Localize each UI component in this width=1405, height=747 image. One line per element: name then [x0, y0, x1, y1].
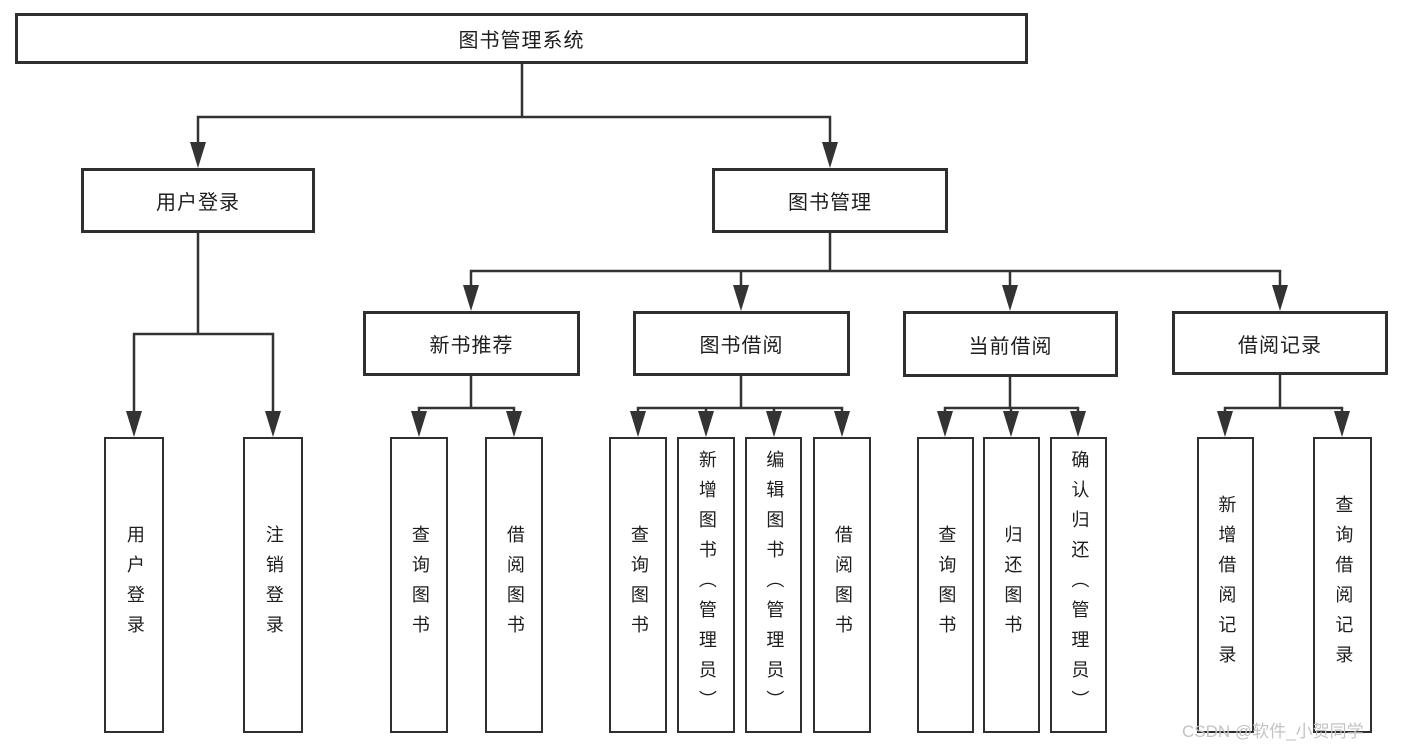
node-label: 图书借阅 — [699, 335, 784, 357]
arrowhead-icon — [630, 411, 646, 437]
node-current-borrowing: 当前借阅 — [903, 311, 1118, 377]
leaf-label: 用户登录 — [124, 525, 145, 645]
leaf-label: 编辑图书（管理员） — [764, 450, 785, 720]
leaf-label: 查询借阅记录 — [1333, 495, 1354, 675]
connector-user-login-to-leaves — [132, 231, 275, 418]
arrowhead-icon — [411, 411, 427, 437]
node-book-management: 图书管理 — [712, 168, 948, 233]
csdn-watermark: CSDN @软件_小贺同学 — [1182, 722, 1364, 741]
node-new-book-recommendation: 新书推荐 — [363, 311, 580, 376]
leaf-confirm-return-admin: 确认归还（管理员） — [1050, 437, 1107, 733]
node-label: 借阅记录 — [1238, 334, 1322, 357]
leaf-borrow-books-recommendation: 借阅图书 — [485, 437, 543, 733]
arrowhead-icon — [126, 411, 142, 437]
arrowheads — [126, 142, 1350, 437]
arrowhead-icon — [1272, 285, 1288, 311]
leaf-label: 查询图书 — [409, 525, 430, 645]
arrowhead-icon — [1217, 411, 1233, 437]
leaf-query-borrow-record: 查询借阅记录 — [1313, 437, 1372, 733]
leaf-edit-books-admin: 编辑图书（管理员） — [745, 437, 802, 733]
arrowhead-icon — [766, 411, 782, 437]
arrowhead-icon — [463, 285, 479, 311]
connector-current-borrowing-to-leaves — [943, 375, 1080, 418]
arrowhead-icon — [698, 411, 714, 437]
leaf-query-books-borrowing: 查询图书 — [609, 437, 667, 733]
arrowhead-icon — [1334, 411, 1350, 437]
leaf-borrow-books-borrowing: 借阅图书 — [813, 437, 871, 733]
arrowhead-icon — [190, 142, 206, 168]
node-library-management-system: 图书管理系统 — [15, 13, 1028, 64]
leaf-label: 确认归还（管理员） — [1069, 450, 1090, 720]
node-label: 用户登录 — [156, 192, 240, 214]
arrowhead-icon — [834, 411, 850, 437]
arrowhead-icon — [733, 285, 749, 311]
arrowhead-icon — [1070, 411, 1086, 437]
node-book-borrowing: 图书借阅 — [633, 311, 850, 376]
connector-root-to-level2 — [196, 62, 832, 148]
leaf-label: 归还图书 — [1002, 525, 1023, 645]
arrowhead-icon — [1003, 411, 1019, 437]
connector-new-book-recommendation-to-leaves — [417, 374, 516, 418]
arrowhead-icon — [265, 411, 281, 437]
node-label: 新书推荐 — [429, 335, 514, 357]
arrowhead-icon — [937, 411, 953, 437]
leaf-label: 注销登录 — [263, 525, 284, 645]
leaf-label: 新增图书（管理员） — [696, 450, 717, 720]
node-label: 当前借阅 — [968, 335, 1053, 358]
leaf-add-books-admin: 新增图书（管理员） — [677, 437, 735, 733]
connector-book-borrowing-to-leaves — [636, 374, 844, 418]
arrowhead-icon — [822, 142, 838, 168]
connector-book-management-to-level3 — [469, 231, 1282, 292]
leaf-label: 查询图书 — [628, 525, 649, 645]
node-label: 图书管理 — [788, 192, 872, 214]
node-borrowing-records: 借阅记录 — [1172, 311, 1388, 375]
leaf-label: 借阅图书 — [832, 525, 853, 645]
node-user-login: 用户登录 — [81, 168, 315, 233]
arrowhead-icon — [506, 411, 522, 437]
leaf-label: 查询图书 — [936, 525, 957, 645]
node-label: 图书管理系统 — [458, 30, 585, 52]
leaf-label: 借阅图书 — [504, 525, 525, 645]
connector-borrowing-records-to-leaves — [1223, 373, 1344, 418]
leaf-return-books: 归还图书 — [983, 437, 1040, 733]
leaf-user-login: 用户登录 — [104, 437, 164, 733]
leaf-logout: 注销登录 — [243, 437, 303, 733]
leaf-query-books-current: 查询图书 — [917, 437, 974, 733]
arrowhead-icon — [1002, 285, 1018, 311]
leaf-query-books-recommendation: 查询图书 — [390, 437, 448, 733]
leaf-add-borrow-record: 新增借阅记录 — [1197, 437, 1254, 733]
leaf-label: 新增借阅记录 — [1216, 495, 1237, 675]
